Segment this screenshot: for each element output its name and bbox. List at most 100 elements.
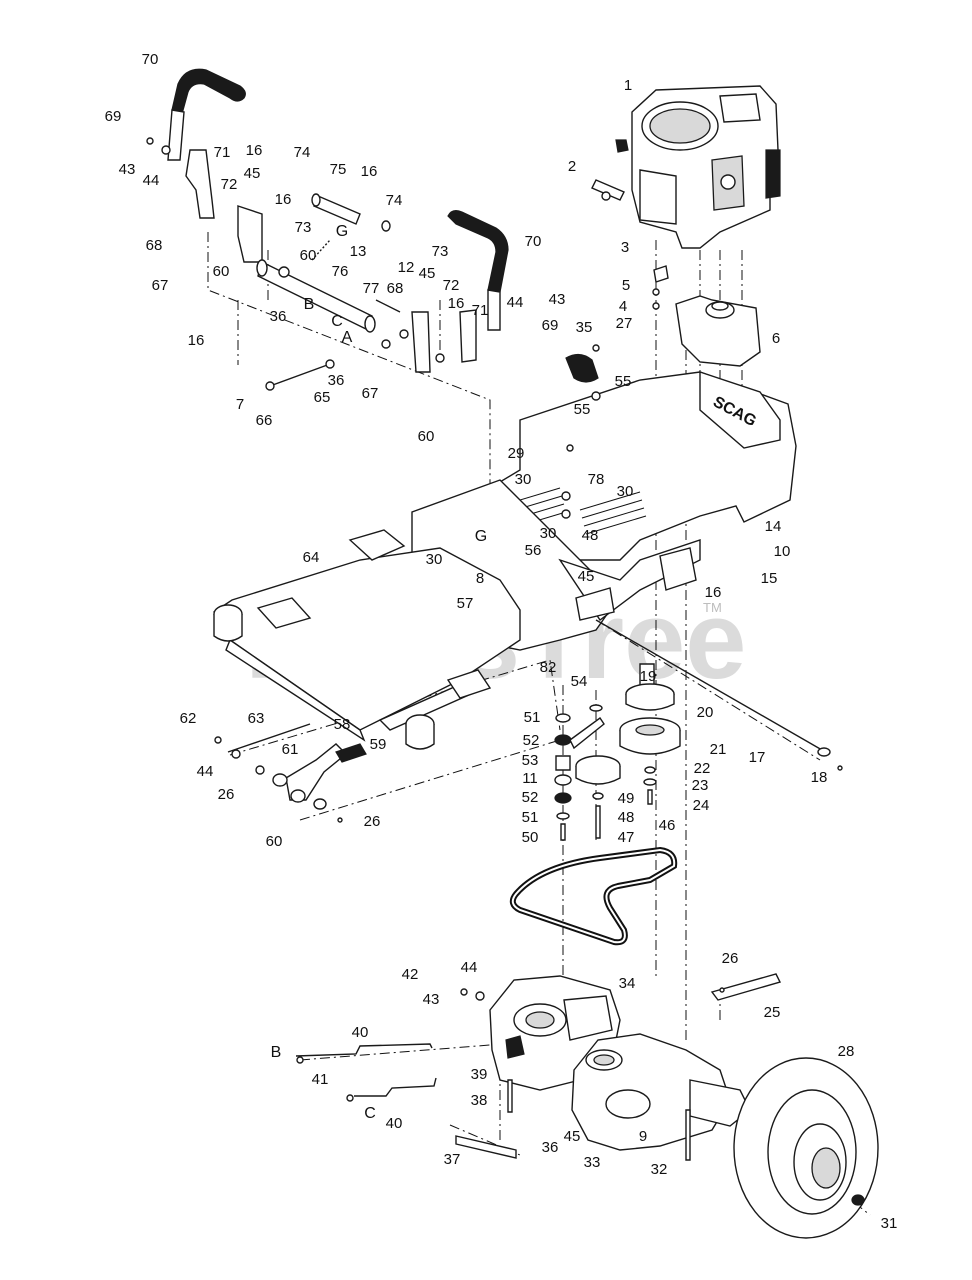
callout-label: 43 — [423, 991, 440, 1008]
callout-label: 48 — [618, 809, 635, 826]
callout-label: G — [336, 223, 348, 240]
callout-label: 16 — [361, 163, 378, 180]
callout-label: 32 — [651, 1161, 668, 1178]
callout-label: 30 — [515, 471, 532, 488]
callout-label: 16 — [246, 142, 263, 159]
callout-label: 64 — [303, 549, 320, 566]
callout-label: 66 — [256, 412, 273, 429]
rear-tire — [733, 1057, 879, 1239]
callout-label: 72 — [443, 277, 460, 294]
callout-label: B — [271, 1044, 282, 1061]
engine — [591, 85, 781, 249]
right-control-lever — [411, 210, 509, 373]
callout-label: 38 — [471, 1092, 488, 1109]
callout-label: 70 — [525, 233, 542, 250]
idler-stack — [554, 704, 621, 841]
callout-label: 71 — [214, 144, 231, 161]
idler-spring — [561, 344, 601, 519]
callout-label: 52 — [522, 789, 539, 806]
callout-label: 23 — [692, 777, 709, 794]
main-frame: SCAG — [213, 371, 797, 750]
linkage-rod — [265, 359, 335, 391]
callout-label: 15 — [761, 570, 778, 587]
callout-label: 75 — [330, 161, 347, 178]
callout-label: 26 — [218, 786, 235, 803]
left-control-lever — [146, 68, 263, 263]
callout-label: 73 — [295, 219, 312, 236]
callout-label: 50 — [522, 829, 539, 846]
callout-label: 78 — [588, 471, 605, 488]
callout-label: 65 — [314, 389, 331, 406]
callout-label: 58 — [334, 716, 351, 733]
callout-label: 60 — [300, 247, 317, 264]
callout-label: 74 — [294, 144, 311, 161]
callout-label: 70 — [142, 51, 159, 68]
callout-label: 17 — [749, 749, 766, 766]
callout-label: 36 — [542, 1139, 559, 1156]
callout-label: 44 — [197, 763, 214, 780]
callout-label: 45 — [564, 1128, 581, 1145]
callout-label: 51 — [522, 809, 539, 826]
callout-label: 68 — [387, 280, 404, 297]
callout-label: 29 — [508, 445, 525, 462]
callout-label: 31 — [881, 1215, 898, 1232]
callout-label: 55 — [574, 401, 591, 418]
callout-label: 71 — [472, 302, 489, 319]
callout-label: 54 — [571, 673, 588, 690]
callout-label: 26 — [722, 950, 739, 967]
callout-label: 48 — [582, 527, 599, 544]
callout-label: 7 — [236, 396, 244, 413]
callout-label: 28 — [838, 1043, 855, 1060]
callout-label: 45 — [419, 265, 436, 282]
callout-label: 69 — [542, 317, 559, 334]
callout-label: 52 — [523, 732, 540, 749]
callout-label: 3 — [621, 239, 629, 256]
callout-label: 43 — [119, 161, 136, 178]
callout-label: 68 — [146, 237, 163, 254]
callout-label: 16 — [188, 332, 205, 349]
callout-label: 82 — [540, 659, 557, 676]
callout-label: 5 — [622, 277, 630, 294]
callout-label: 13 — [350, 243, 367, 260]
callout-label: 77 — [363, 280, 380, 297]
callout-label: 61 — [282, 741, 299, 758]
callout-label: 19 — [640, 668, 657, 685]
callout-label: 25 — [764, 1004, 781, 1021]
callout-label: 67 — [362, 385, 379, 402]
callout-label: 72 — [221, 176, 238, 193]
callout-label: C — [364, 1105, 376, 1122]
callout-label: 43 — [549, 291, 566, 308]
callout-label: 11 — [522, 770, 538, 787]
callout-label: 21 — [710, 741, 727, 758]
callout-label: 35 — [576, 319, 593, 336]
callout-label: 47 — [618, 829, 635, 846]
muffler — [652, 265, 761, 367]
brake-bracket — [455, 973, 782, 1159]
callout-label: A — [342, 329, 353, 346]
callout-label: 9 — [639, 1128, 647, 1145]
callout-label: 39 — [471, 1066, 488, 1083]
electric-clutch — [619, 663, 681, 805]
callout-label: 46 — [659, 817, 676, 834]
callout-label: 26 — [364, 813, 381, 830]
callout-label: 49 — [618, 790, 635, 807]
callout-label: 60 — [213, 263, 230, 280]
callout-label: 16 — [275, 191, 292, 208]
control-pedal — [214, 723, 367, 823]
callout-label: 63 — [248, 710, 265, 727]
callout-label: 14 — [765, 518, 782, 535]
callout-label: 56 — [525, 542, 542, 559]
callout-label: 62 — [180, 710, 197, 727]
callout-label: 74 — [386, 192, 403, 209]
callout-label: 36 — [328, 372, 345, 389]
drive-belt — [509, 846, 678, 946]
callout-label: 60 — [418, 428, 435, 445]
callout-label: 44 — [143, 172, 160, 189]
callout-label: 40 — [352, 1024, 369, 1041]
callout-label: 10 — [774, 543, 791, 560]
callout-label: 53 — [522, 752, 539, 769]
callout-label: 24 — [693, 797, 710, 814]
callout-label: 40 — [386, 1115, 403, 1132]
